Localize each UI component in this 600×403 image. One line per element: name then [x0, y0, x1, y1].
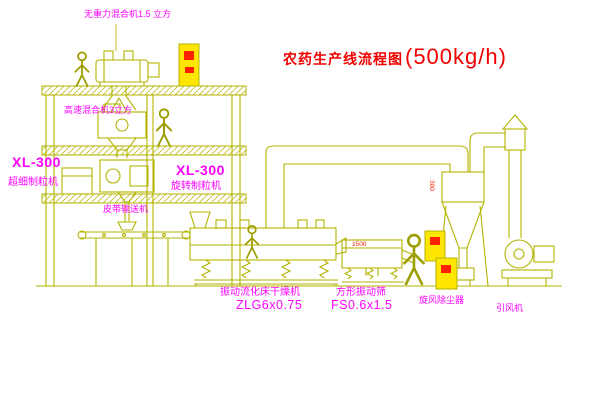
screen-spring [365, 267, 374, 280]
label-high-speed-mixer: 高速混合机3立方 [64, 105, 133, 115]
induced-draft-fan [501, 239, 555, 286]
fan-motor [533, 245, 555, 263]
control-cabinet [435, 257, 458, 290]
dimension-duct: 300 [428, 180, 435, 191]
screen-spring [389, 267, 398, 280]
vibrating-screen [341, 239, 415, 283]
worker-figure [155, 108, 173, 147]
label-granulator-right-name: 旋转制粒机 [171, 181, 221, 192]
indicator-red [441, 265, 451, 273]
gravity-mixer [95, 24, 160, 86]
discharge-chute [117, 202, 137, 231]
floor-slab-lower [41, 193, 247, 204]
belt-conveyor [77, 230, 191, 286]
indicator-red [185, 67, 194, 73]
control-cabinet [424, 230, 446, 262]
indicator-red [430, 237, 440, 245]
diagram-title: 农药生产线流程图 (500kg/h) [283, 44, 507, 70]
control-cabinet [178, 43, 200, 87]
worker-figure [403, 233, 425, 286]
high-speed-mixer [97, 103, 147, 158]
exhaust-duct [265, 145, 469, 228]
vibration-spring [200, 259, 212, 279]
control-cabinets [178, 43, 458, 290]
outlet-duct [469, 132, 506, 172]
label-granulator-left-name: 超细制粒机 [8, 177, 58, 188]
vibration-spring [240, 259, 252, 279]
label-cyclone: 旋风除尘器 [419, 295, 465, 305]
label-dryer-name: 振动流化床干燥机 [220, 287, 300, 298]
column-right [231, 94, 241, 287]
label-screen-model: FS0.6x1.5 [331, 298, 393, 312]
vibration-spring [318, 259, 330, 279]
dryer-base [194, 279, 338, 286]
indicator-red [184, 51, 194, 60]
floor-slab-top [41, 85, 247, 96]
label-fan: 引风机 [496, 303, 524, 313]
label-belt-conveyor: 皮带输送机 [103, 204, 149, 214]
y-chute [101, 86, 137, 113]
granulator-right [99, 159, 155, 203]
granulator-left [61, 167, 93, 195]
screen-spring [343, 267, 352, 280]
label-granulator-left-model: XL-300 [12, 154, 61, 170]
dryer-feed-hopper [189, 211, 211, 229]
label-screen-name: 方形振动筛 [336, 287, 386, 298]
exhaust-stack [501, 114, 529, 238]
rain-cap [501, 114, 529, 130]
column-middle [146, 94, 154, 287]
worker-figure [244, 225, 260, 259]
floor-slab-middle [41, 145, 247, 156]
dimension-screen: 1500 [352, 241, 367, 248]
dryer-discharge [335, 237, 347, 255]
label-dryer-model: ZLG6x0.75 [236, 298, 303, 312]
title-text: 农药生产线流程图 [283, 51, 403, 67]
fluidized-bed-dryer [189, 211, 347, 286]
label-granulator-right-model: XL-300 [176, 162, 225, 178]
title-capacity: (500kg/h) [405, 44, 507, 69]
worker-figure [74, 51, 90, 87]
column-left [45, 94, 55, 287]
vibration-spring [280, 259, 292, 279]
label-gravity-mixer: 无重力混合机1.5 立方 [84, 9, 172, 19]
